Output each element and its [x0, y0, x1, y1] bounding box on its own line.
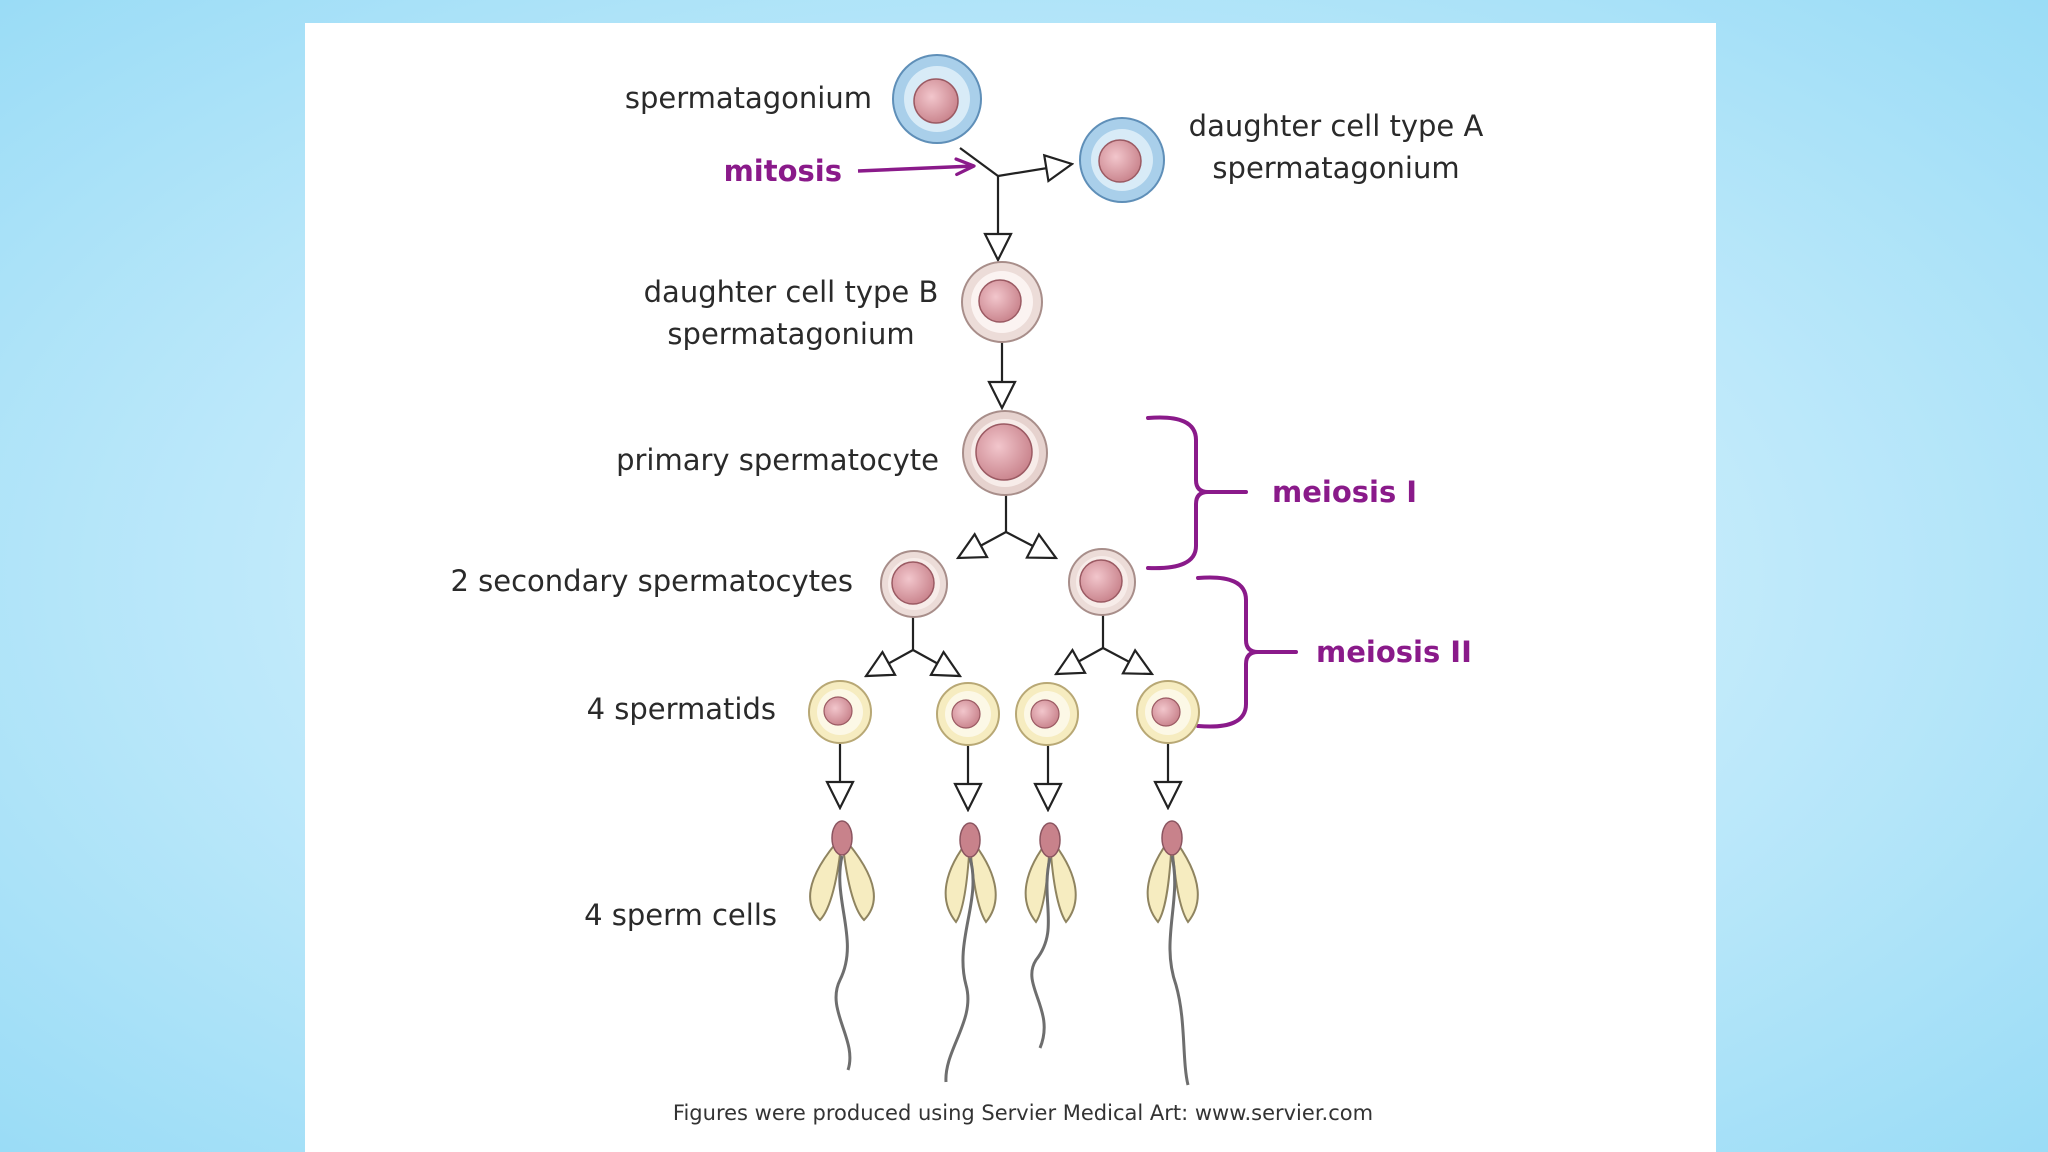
- meiosis2-bracket: [1196, 575, 1298, 729]
- mitosis-pointer-arrow: [857, 157, 976, 177]
- credit-line: Figures were produced using Servier Medi…: [673, 1101, 1373, 1125]
- label-daughter-a-line2: spermatagonium: [1212, 151, 1459, 185]
- arrow-to-daughter-a: [997, 164, 1072, 176]
- label-secondary-spermatocytes: 2 secondary spermatocytes: [450, 564, 853, 598]
- arrow-to-spermatid-4: [1102, 647, 1152, 674]
- cell-sperm-2: [944, 822, 997, 1083]
- cell-secondary-spermatocyte-left: [880, 550, 948, 618]
- arrow-to-secondary-right: [1005, 531, 1056, 558]
- arrow-to-spermatid-2: [912, 649, 960, 676]
- cell-daughter-b: [961, 261, 1043, 343]
- arrow-to-secondary-left: [958, 531, 1007, 558]
- cell-daughter-a: [1079, 117, 1165, 203]
- label-mitosis: mitosis: [724, 154, 842, 188]
- meiosis1-bracket: [1146, 415, 1248, 571]
- content-panel: [305, 23, 1716, 1152]
- cell-spermatid-3: [1015, 682, 1079, 746]
- label-spermatids: 4 spermatids: [587, 692, 776, 726]
- cell-spermatid-4: [1136, 680, 1200, 744]
- cell-sperm-4: [1146, 820, 1199, 1086]
- cell-primary-spermatocyte: [962, 410, 1048, 496]
- label-daughter-b-line1: daughter cell type B: [644, 275, 939, 309]
- cell-spermatid-1: [808, 680, 872, 744]
- label-meiosis-1: meiosis I: [1272, 475, 1417, 509]
- arrow-to-spermatid-3: [1056, 647, 1104, 674]
- cell-spermatid-2: [936, 682, 1000, 746]
- flow-arrows: [840, 147, 1168, 810]
- arrow-spermatagonium-stem: [959, 147, 999, 177]
- label-daughter-b-line2: spermatagonium: [667, 317, 914, 351]
- label-daughter-a-line1: daughter cell type A: [1189, 109, 1484, 143]
- arrow-to-spermatid-1: [866, 649, 914, 676]
- cell-spermatagonium: [892, 54, 982, 144]
- label-spermatagonium: spermatagonium: [625, 81, 872, 115]
- cell-sperm-1: [809, 820, 875, 1071]
- cell-sperm-3: [1024, 822, 1077, 1049]
- cell-secondary-spermatocyte-right: [1068, 548, 1136, 616]
- label-meiosis-2: meiosis II: [1316, 635, 1472, 669]
- label-sperm-cells: 4 sperm cells: [584, 898, 777, 932]
- label-primary-spermatocyte: primary spermatocyte: [616, 443, 939, 477]
